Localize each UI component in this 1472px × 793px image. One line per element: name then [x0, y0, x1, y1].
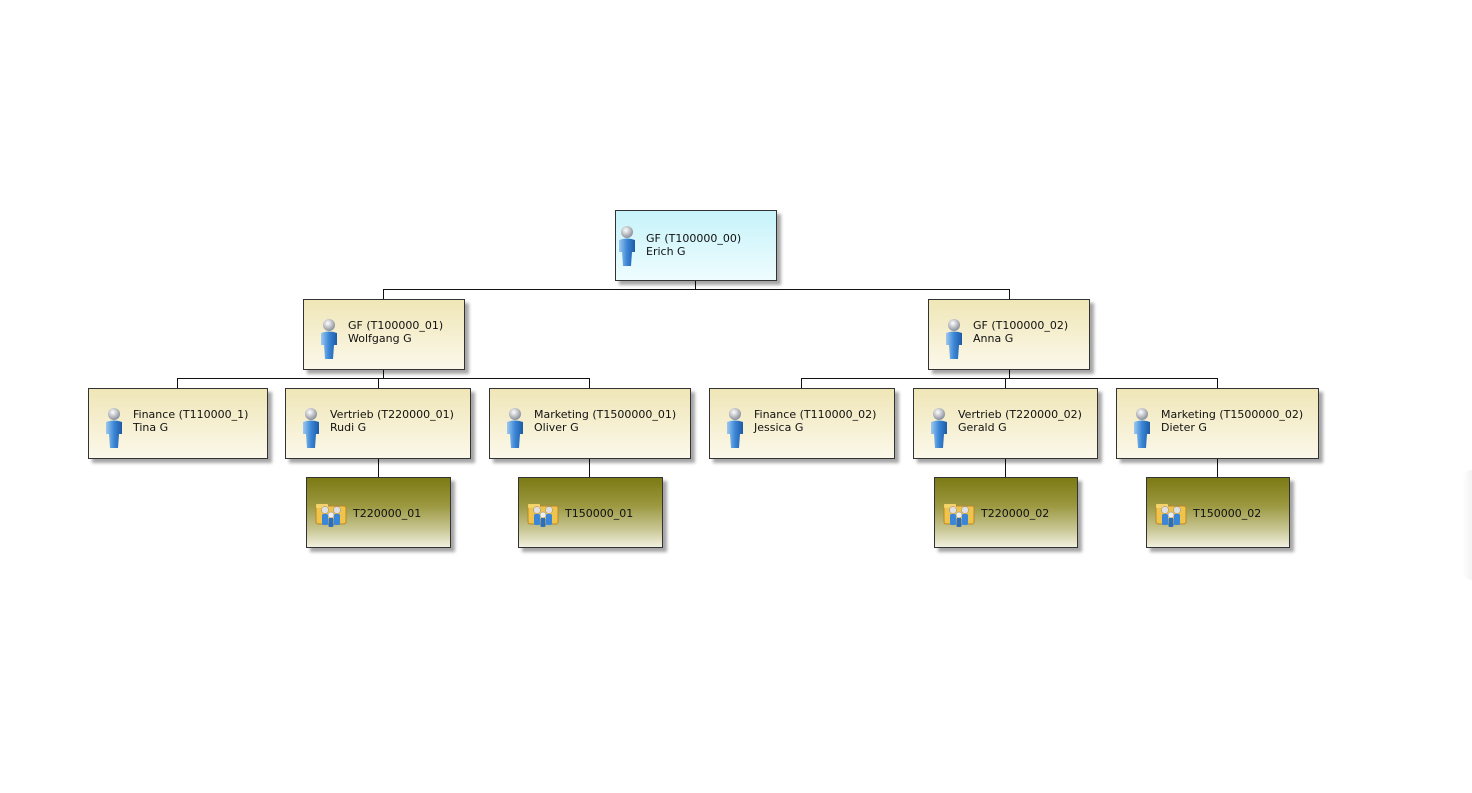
- connector-line: [378, 459, 379, 477]
- org-node-label: Marketing (T1500000_02) Dieter G: [1161, 408, 1304, 434]
- org-node-team-label: T150000_01: [565, 507, 634, 520]
- org-node-label: GF (T100000_00) Erich G: [646, 232, 742, 258]
- org-node-team-label: T220000_02: [981, 507, 1050, 520]
- person-icon: [507, 407, 523, 448]
- org-node-manager[interactable]: GF (T100000_01) Wolfgang G: [303, 299, 465, 370]
- org-node-label: Finance (T110000_1) Tina G: [133, 408, 249, 434]
- org-node-label: Vertrieb (T220000_01) Rudi G: [330, 408, 454, 434]
- org-node-label: Vertrieb (T220000_02) Gerald G: [958, 408, 1082, 434]
- org-node-role: Vertrieb (T220000_02): [958, 408, 1082, 421]
- connector-line: [801, 378, 1218, 379]
- org-node-department[interactable]: Finance (T110000_1) Tina G: [88, 388, 268, 459]
- connector-line: [1217, 378, 1218, 388]
- org-node-role: GF (T100000_02): [973, 319, 1069, 332]
- person-icon: [321, 318, 337, 359]
- org-node-role: GF (T100000_01): [348, 319, 444, 332]
- connector-line: [1005, 459, 1006, 477]
- org-node-person: Oliver G: [534, 420, 579, 434]
- connector-line: [1009, 370, 1010, 378]
- person-icon: [946, 318, 962, 359]
- connector-line: [378, 378, 379, 388]
- org-node-person: Dieter G: [1161, 420, 1207, 434]
- person-icon: [1134, 407, 1150, 448]
- connector-line: [695, 281, 696, 290]
- person-icon: [619, 225, 635, 266]
- org-node-team-label: T150000_02: [1193, 507, 1262, 520]
- org-node-person: Gerald G: [958, 420, 1007, 434]
- group-icon: [1155, 503, 1187, 527]
- person-icon: [106, 407, 122, 448]
- connector-line: [177, 378, 178, 388]
- group-icon: [527, 503, 559, 527]
- org-node-person: Anna G: [973, 331, 1014, 345]
- org-node-label: GF (T100000_01) Wolfgang G: [348, 319, 444, 345]
- connector-line: [383, 289, 1010, 290]
- org-node-person: Tina G: [133, 420, 169, 434]
- org-node-department[interactable]: Vertrieb (T220000_02) Gerald G: [913, 388, 1098, 459]
- org-node-department[interactable]: Marketing (T1500000_02) Dieter G: [1116, 388, 1319, 459]
- org-node-person: Erich G: [646, 244, 686, 258]
- org-node-label: GF (T100000_02) Anna G: [973, 319, 1069, 345]
- org-node-label: Finance (T110000_02) Jessica G: [754, 408, 877, 434]
- org-node-team-label: T220000_01: [353, 507, 422, 520]
- org-node-role: Marketing (T1500000_02): [1161, 408, 1304, 421]
- connector-line: [1217, 459, 1218, 477]
- org-node-department[interactable]: Vertrieb (T220000_01) Rudi G: [285, 388, 471, 459]
- connector-line: [801, 378, 802, 388]
- connector-line: [589, 459, 590, 477]
- org-node-team[interactable]: T220000_02: [934, 477, 1078, 548]
- connector-line: [383, 370, 384, 378]
- person-icon: [303, 407, 319, 448]
- org-node-person: Jessica G: [754, 420, 804, 434]
- connector-line: [589, 378, 590, 388]
- person-icon: [727, 407, 743, 448]
- org-node-team[interactable]: T150000_01: [518, 477, 663, 548]
- org-node-department[interactable]: Finance (T110000_02) Jessica G: [709, 388, 895, 459]
- connector-line: [383, 289, 384, 299]
- org-node-department[interactable]: Marketing (T1500000_01) Oliver G: [489, 388, 691, 459]
- org-node-person: Rudi G: [330, 420, 367, 434]
- org-node-role: Finance (T110000_02): [754, 408, 877, 421]
- org-node-label: Marketing (T1500000_01) Oliver G: [534, 408, 677, 434]
- group-icon: [315, 503, 347, 527]
- org-node-role: Vertrieb (T220000_01): [330, 408, 454, 421]
- org-node-team[interactable]: T150000_02: [1146, 477, 1290, 548]
- connector-line: [177, 378, 590, 379]
- group-icon: [943, 503, 975, 527]
- org-node-manager[interactable]: GF (T100000_02) Anna G: [928, 299, 1090, 370]
- org-node-role: GF (T100000_00): [646, 232, 742, 245]
- org-node-role: Marketing (T1500000_01): [534, 408, 677, 421]
- org-node-person: Wolfgang G: [348, 331, 412, 345]
- connector-line: [1009, 289, 1010, 299]
- org-node-team[interactable]: T220000_01: [306, 477, 451, 548]
- scroll-edge-shadow: [1462, 470, 1472, 580]
- org-node-root[interactable]: GF (T100000_00) Erich G: [615, 210, 777, 281]
- org-node-role: Finance (T110000_1): [133, 408, 249, 421]
- connector-line: [1005, 378, 1006, 388]
- person-icon: [931, 407, 947, 448]
